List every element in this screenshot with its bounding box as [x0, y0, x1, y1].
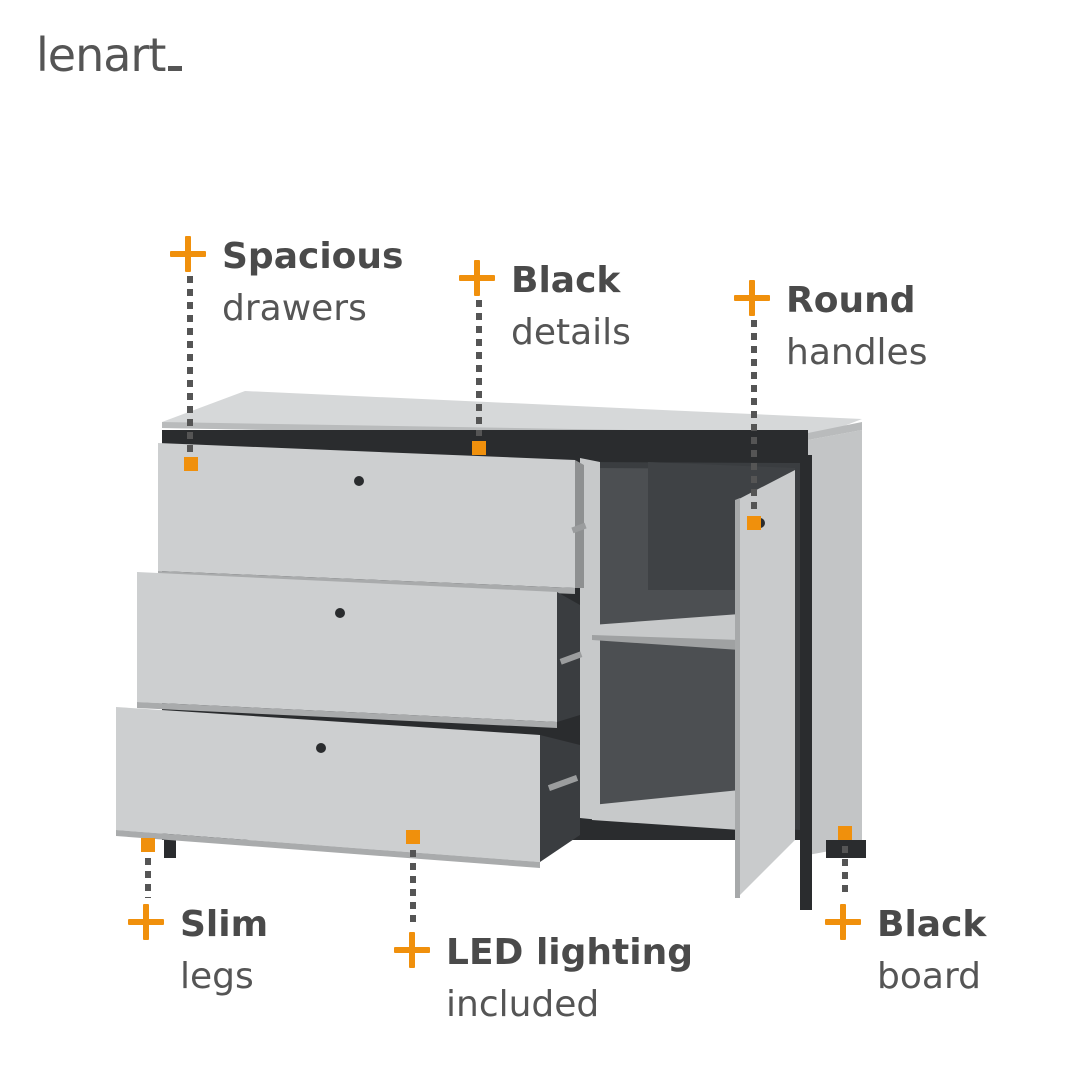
plus-icon	[170, 236, 206, 272]
brand-name: lenart	[36, 28, 166, 82]
square-marker-icon	[838, 826, 852, 840]
plus-icon	[734, 280, 770, 316]
handle-drawer-1	[354, 476, 364, 486]
plus-icon	[128, 904, 164, 940]
drawer-middle	[137, 572, 557, 722]
plus-icon	[394, 932, 430, 968]
square-marker-icon	[141, 838, 155, 852]
callout-title: LED lighting	[446, 932, 693, 973]
callout-title: Black	[511, 260, 621, 301]
plus-icon	[825, 904, 861, 940]
dotted-leader	[410, 850, 416, 926]
callout-title: Slim	[180, 904, 269, 945]
dotted-leader	[842, 846, 848, 898]
right-leg	[800, 455, 812, 910]
logo-underscore	[168, 66, 183, 71]
side-panel	[808, 430, 862, 855]
dotted-leader	[187, 276, 193, 452]
square-marker-icon	[184, 457, 198, 471]
dotted-leader	[476, 300, 482, 436]
dotted-leader	[145, 858, 151, 898]
drawer-bottom	[116, 707, 540, 862]
callout-subtitle: handles	[786, 332, 928, 373]
callout-title: Round	[786, 280, 916, 321]
square-marker-icon	[747, 516, 761, 530]
handle-drawer-3	[316, 743, 326, 753]
callout-subtitle: board	[877, 956, 981, 997]
square-marker-icon	[472, 441, 486, 455]
callout-title: Spacious	[222, 236, 404, 277]
square-marker-icon	[406, 830, 420, 844]
drawer-top	[158, 443, 575, 588]
callout-subtitle: drawers	[222, 288, 367, 329]
shelf	[592, 614, 740, 640]
plus-icon	[459, 260, 495, 296]
callout-title: Black	[877, 904, 987, 945]
brand-logo: lenart	[36, 28, 183, 82]
callout-subtitle: details	[511, 312, 631, 353]
door	[737, 470, 795, 898]
callout-subtitle: included	[446, 984, 600, 1025]
callout-subtitle: legs	[180, 956, 254, 997]
dotted-leader	[751, 320, 757, 510]
handle-drawer-2	[335, 608, 345, 618]
